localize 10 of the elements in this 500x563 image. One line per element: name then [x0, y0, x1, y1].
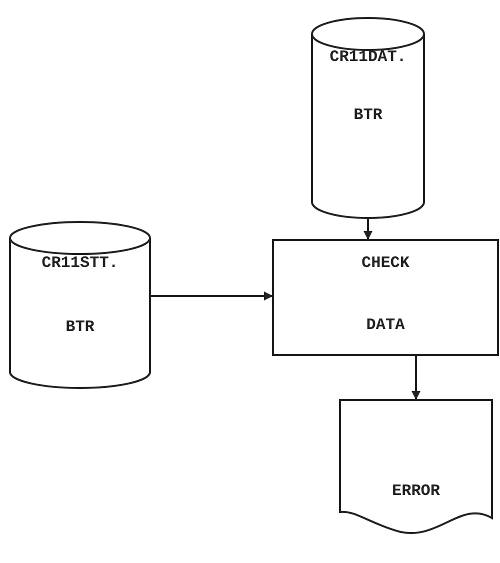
arrow: [412, 355, 420, 400]
arrow: [364, 218, 372, 240]
node-label: CHECK: [361, 254, 410, 272]
node-label: BTR: [66, 318, 94, 336]
node-label: CR11DAT.: [330, 48, 406, 66]
arrow: [150, 292, 273, 300]
node-label: CR11STT.: [42, 254, 118, 272]
node-label: DATA: [366, 316, 405, 334]
node-label: BTR: [354, 106, 382, 124]
node-label: ERROR: [392, 482, 440, 500]
